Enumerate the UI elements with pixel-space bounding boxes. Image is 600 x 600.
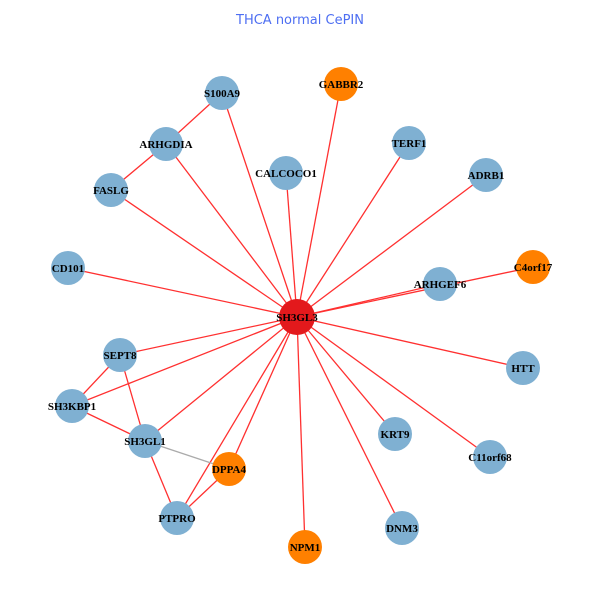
node-label: KRT9 (381, 429, 410, 441)
node-HTT[interactable]: HTT (506, 351, 540, 385)
node-circle (55, 389, 89, 423)
node-circle (378, 417, 412, 451)
edge-SH3GL3-SEPT8 (119, 316, 298, 356)
node-label: ARHGDIA (139, 139, 192, 151)
node-circle (473, 440, 507, 474)
edge-SH3GL3-SH3KBP1 (71, 316, 298, 407)
node-circle (516, 250, 550, 284)
node-label: PTPRO (158, 513, 196, 525)
node-label: DNM3 (386, 523, 418, 535)
edge-SH3GL3-TERF1 (296, 142, 410, 318)
node-SH3GL1[interactable]: SH3GL1 (124, 424, 166, 458)
node-circle (288, 530, 322, 564)
edge-SH3GL3-DPPA4 (228, 316, 298, 470)
node-SH3GL3[interactable]: SH3GL3 (276, 299, 318, 335)
edge-SH3GL3-S100A9 (221, 92, 298, 318)
diagram-title: THCA normal CePIN (236, 13, 364, 28)
edge-SH3GL3-SH3GL1 (144, 316, 298, 442)
node-label: FASLG (93, 185, 129, 197)
node-label: CD101 (52, 263, 84, 275)
edge-SH3GL3-NPM1 (296, 316, 306, 548)
node-CD101[interactable]: CD101 (51, 251, 85, 285)
node-label: CALCOCO1 (255, 168, 317, 180)
node-circle (324, 67, 358, 101)
node-label: DPPA4 (212, 464, 247, 476)
node-label: HTT (511, 363, 535, 375)
edge-SH3GL3-PTPRO (176, 316, 298, 519)
node-label: NPM1 (290, 542, 321, 554)
node-C11orf68[interactable]: C11orf68 (468, 440, 512, 474)
edge-SH3GL3-C4orf17 (296, 266, 534, 318)
node-label: SH3KBP1 (48, 401, 96, 413)
node-KRT9[interactable]: KRT9 (378, 417, 412, 451)
node-SH3KBP1[interactable]: SH3KBP1 (48, 389, 96, 423)
edge-SH3GL3-C11orf68 (296, 316, 491, 458)
node-circle (392, 126, 426, 160)
node-label: C4orf17 (514, 262, 553, 274)
node-label: SH3GL3 (276, 312, 318, 324)
node-circle (212, 452, 246, 486)
node-circle (423, 267, 457, 301)
node-label: C11orf68 (468, 452, 512, 464)
node-circle (279, 299, 315, 335)
node-C4orf17[interactable]: C4orf17 (514, 250, 553, 284)
node-label: TERF1 (392, 138, 427, 150)
node-label: S100A9 (204, 88, 241, 100)
node-FASLG[interactable]: FASLG (93, 173, 129, 207)
node-ARHGEF6[interactable]: ARHGEF6 (414, 267, 467, 301)
node-circle (160, 501, 194, 535)
node-circle (94, 173, 128, 207)
node-SEPT8[interactable]: SEPT8 (103, 338, 137, 372)
edge-SH3GL3-ARHGDIA (165, 143, 298, 318)
node-GABBR2[interactable]: GABBR2 (319, 67, 364, 101)
node-NPM1[interactable]: NPM1 (288, 530, 322, 564)
node-CALCOCO1[interactable]: CALCOCO1 (255, 156, 317, 190)
node-circle (506, 351, 540, 385)
node-ARHGDIA[interactable]: ARHGDIA (139, 127, 193, 161)
node-label: GABBR2 (319, 79, 364, 91)
node-circle (385, 511, 419, 545)
node-circle (128, 424, 162, 458)
edge-SH3GL3-DNM3 (296, 316, 403, 529)
node-label: ARHGEF6 (414, 279, 467, 291)
edge-SH3GL3-ADRB1 (296, 174, 487, 318)
node-PTPRO[interactable]: PTPRO (158, 501, 196, 535)
node-circle (103, 338, 137, 372)
node-label: ADRB1 (468, 170, 505, 182)
edge-SH3GL3-GABBR2 (296, 83, 342, 318)
node-circle (51, 251, 85, 285)
node-circle (469, 158, 503, 192)
edge-SH3GL3-CALCOCO1 (285, 172, 298, 318)
edge-SH3GL3-CD101 (67, 267, 298, 318)
edge-SH3GL3-FASLG (110, 189, 298, 318)
node-DPPA4[interactable]: DPPA4 (212, 452, 247, 486)
node-DNM3[interactable]: DNM3 (385, 511, 419, 545)
node-TERF1[interactable]: TERF1 (392, 126, 427, 160)
edge-SH3GL3-HTT (296, 316, 524, 369)
node-S100A9[interactable]: S100A9 (204, 76, 241, 110)
node-ADRB1[interactable]: ADRB1 (468, 158, 505, 192)
node-label: SH3GL1 (124, 436, 166, 448)
node-circle (269, 156, 303, 190)
node-label: SEPT8 (103, 350, 137, 362)
node-circle (205, 76, 239, 110)
node-circle (149, 127, 183, 161)
edge-SH3GL3-KRT9 (296, 316, 396, 435)
